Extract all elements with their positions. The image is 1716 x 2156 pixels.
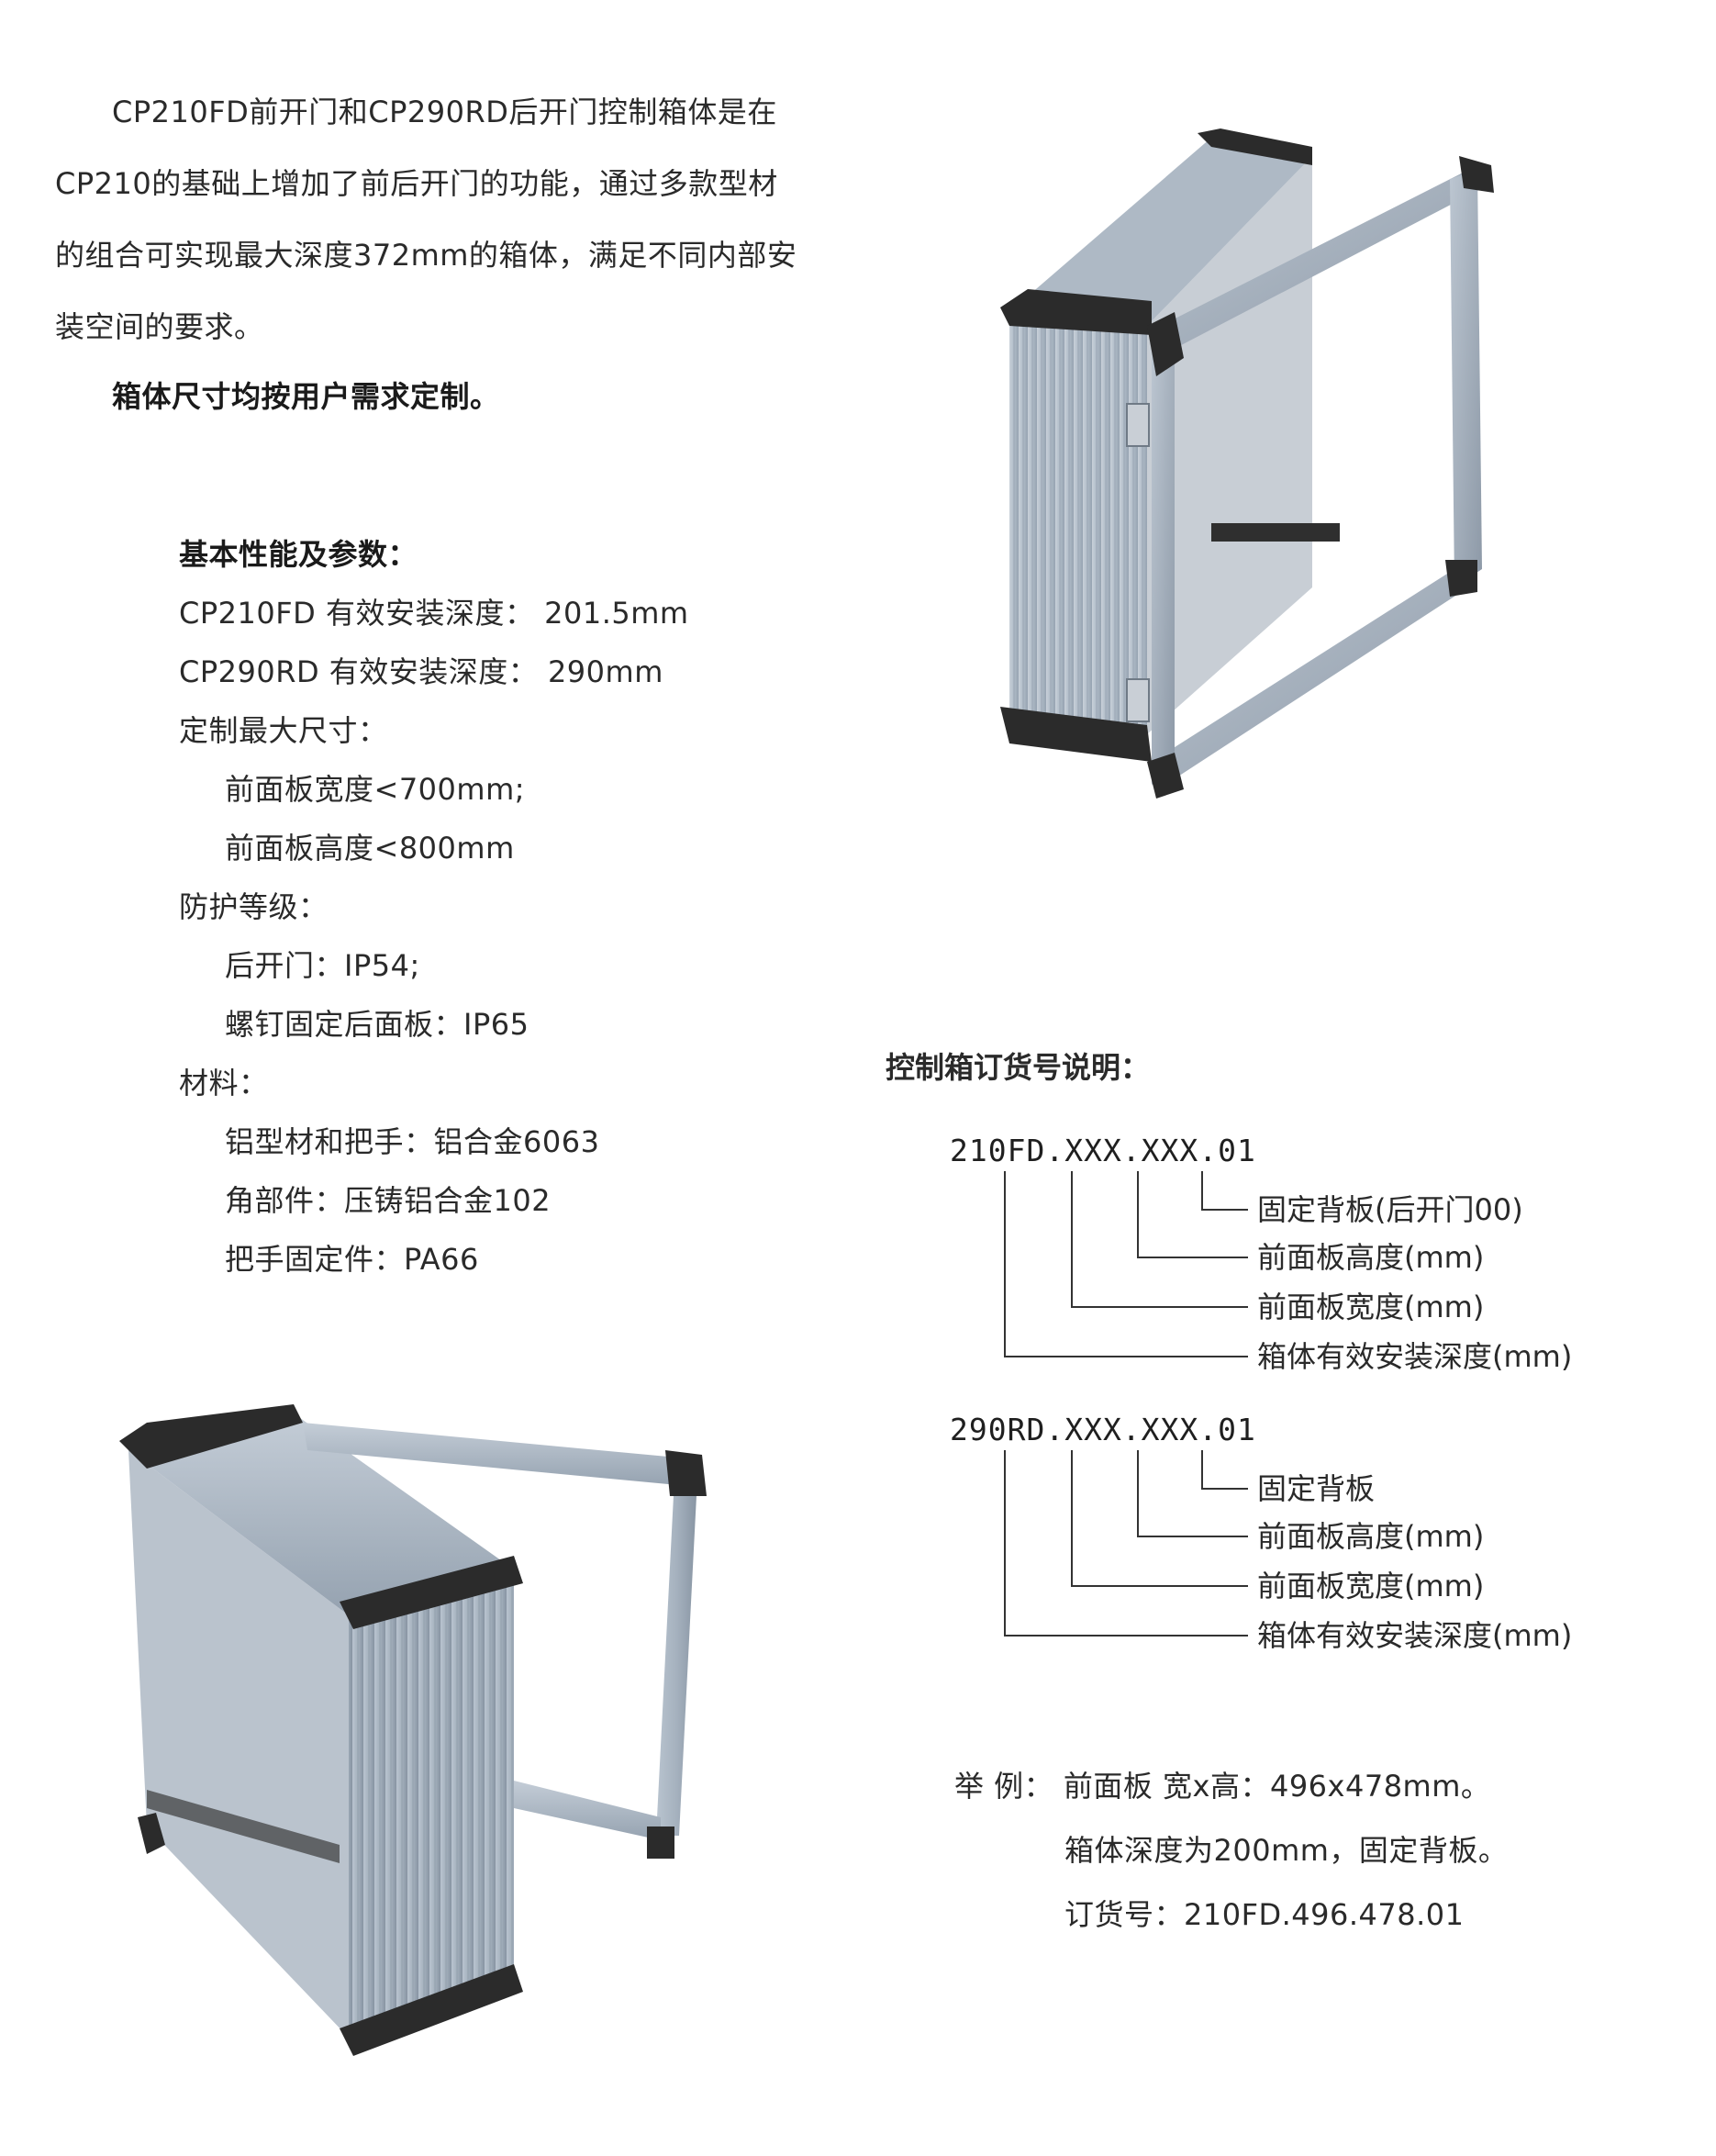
spec-material-corner: 角部件：压铸铝合金102	[225, 1183, 552, 1218]
box-top-face	[1009, 138, 1312, 326]
inner-rail	[1211, 523, 1340, 542]
intro-line-1: CP210FD前开门和CP290RD后开门控制箱体是在	[112, 95, 777, 129]
door-corner-tl	[1147, 312, 1184, 376]
example-line-3: 订货号：210FD.496.478.01	[1064, 1897, 1465, 1932]
spec-max-size-label: 定制最大尺寸：	[179, 713, 388, 748]
box2-corner-top-right	[340, 1556, 523, 1629]
code-fd-connector-lines	[1004, 1171, 1248, 1357]
door-frame-left	[1152, 340, 1175, 785]
door2-frame-right	[656, 1478, 697, 1836]
corner-top-back	[1198, 128, 1312, 165]
door-corner-bl	[1147, 753, 1184, 799]
hinge-upper	[1126, 403, 1150, 447]
box2-corner-bottom-left	[138, 1813, 165, 1854]
door2-frame-top	[303, 1423, 697, 1487]
spec-protection-label: 防护等级：	[179, 889, 329, 924]
rd-depth-desc: 箱体有效安装深度(mm)	[1257, 1618, 1573, 1653]
rd-height-desc: 前面板高度(mm)	[1257, 1519, 1485, 1554]
fd-height-desc: 前面板高度(mm)	[1257, 1240, 1485, 1275]
fd-width-desc: 前面板宽度(mm)	[1257, 1290, 1485, 1324]
fd-back-desc: 固定背板(后开门00)	[1257, 1192, 1523, 1227]
ordering-title: 控制箱订货号说明：	[886, 1050, 1151, 1085]
rd-back-desc: 固定背板	[1257, 1471, 1376, 1506]
intro-line-2: CP210的基础上增加了前后开门的功能，通过多款型材	[55, 166, 778, 201]
code-rd-connector-lines	[1004, 1450, 1248, 1637]
door-frame-bottom	[1152, 569, 1468, 785]
door-corner-tr	[1459, 156, 1494, 193]
custom-note: 箱体尺寸均按用户需求定制。	[112, 379, 500, 414]
door-frame-right	[1450, 170, 1482, 587]
spec-protection-rear-door: 后开门：IP54;	[225, 948, 420, 983]
door2-corner-tr	[665, 1450, 707, 1496]
door2-frame-bottom	[514, 1781, 661, 1840]
box2-top-face	[128, 1413, 514, 1615]
box-side-face	[1147, 156, 1312, 734]
enclosure-rear-door-image	[119, 1404, 707, 2056]
box2-inner-rail	[147, 1790, 340, 1863]
spec-max-width: 前面板宽度<700mm;	[225, 772, 526, 807]
spec-material-fixing: 把手固定件：PA66	[225, 1242, 479, 1277]
door-corner-br	[1445, 560, 1477, 597]
order-code-rd: 290RD.XXX.XXX.01	[950, 1412, 1256, 1447]
code-block-fd: 210FD.XXX.XXX.01 固定背板(后开门00) 前面板高度(mm) 前…	[918, 1131, 1615, 1406]
rd-width-desc: 前面板宽度(mm)	[1257, 1569, 1485, 1603]
enclosure-front-door-image	[1000, 128, 1494, 799]
spec-material-label: 材料：	[179, 1066, 269, 1100]
door2-corner-br	[647, 1826, 674, 1859]
spec-max-height: 前面板高度<800mm	[225, 831, 515, 866]
box2-corner-bottom	[340, 1964, 523, 2056]
corner-bottom-left	[1000, 707, 1152, 762]
hinge-lower	[1126, 678, 1150, 722]
corner-top-left	[1000, 289, 1152, 335]
box2-side-face	[128, 1450, 349, 2038]
specs-heading: 基本性能及参数：	[179, 537, 418, 572]
spec-material-profile: 铝型材和把手：铝合金6063	[225, 1124, 600, 1159]
code-block-rd: 290RD.XXX.XXX.01 固定背板 前面板高度(mm) 前面板宽度(mm…	[918, 1410, 1615, 1685]
door-frame-top	[1152, 165, 1491, 353]
spec-depth-fd: CP210FD 有效安装深度： 201.5mm	[179, 596, 689, 631]
example-line-1: 举 例： 前面板 宽x高：496x478mm。	[954, 1769, 1491, 1804]
example-line-2: 箱体深度为200mm，固定背板。	[1064, 1833, 1509, 1868]
intro-line-3: 的组合可实现最大深度372mm的箱体，满足不同内部安	[55, 238, 797, 273]
box-front-face	[1009, 312, 1147, 734]
intro-line-4: 装空间的要求。	[55, 309, 264, 344]
spec-protection-screw: 螺钉固定后面板：IP65	[225, 1007, 529, 1042]
order-code-fd: 210FD.XXX.XXX.01	[950, 1133, 1256, 1168]
fd-depth-desc: 箱体有效安装深度(mm)	[1257, 1339, 1573, 1374]
box2-front-face	[349, 1570, 514, 2038]
box2-corner-top-left	[119, 1404, 303, 1469]
spec-depth-rd: CP290RD 有效安装深度： 290mm	[179, 654, 663, 689]
